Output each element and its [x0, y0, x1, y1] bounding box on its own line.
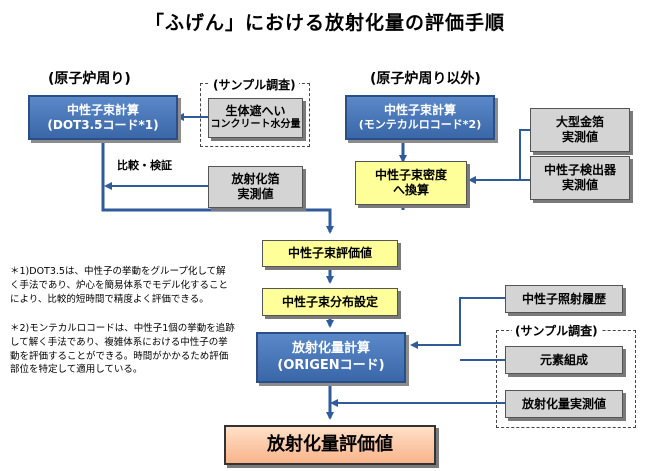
origen-calc-code: (ORIGENコード): [277, 357, 385, 373]
activation-measured-label: 放射化量実測値: [521, 396, 606, 411]
footnote-montecarlo: ＊2)モンテカルロコードは、中性子1個の挙動を追跡して解く手法であり、複雑体系に…: [10, 323, 235, 376]
flux-distribution-box: 中性子束分布設定: [262, 288, 398, 316]
irradiation-history-label: 中性子照射履歴: [521, 291, 606, 306]
montecarlo-flux-calc-title: 中性子束計算: [383, 103, 456, 118]
sample-survey-label-bottom: (サンプル調査): [512, 322, 601, 339]
shield-concrete-line2: コンクリート水分量: [210, 119, 301, 131]
dot-flux-calc-code: (DOT3.5コード*1): [47, 117, 159, 132]
heading-non-reactor-area: (原子炉周り以外): [370, 71, 481, 87]
montecarlo-flux-calc-box: 中性子束計算 (モンテカルロコード*2): [345, 95, 495, 140]
montecarlo-flux-calc-code: (モンテカルロコード*2): [358, 118, 482, 132]
neutron-detector-box: 中性子検出器 実測値: [530, 156, 630, 200]
shield-concrete-line1: 生体遮へい: [225, 104, 286, 119]
activation-foil-line2: 実測値: [237, 187, 274, 201]
origen-calc-box: 放射化量計算 (ORIGENコード): [256, 332, 406, 383]
flux-density-line1: 中性子束密度: [374, 168, 447, 182]
sample-survey-label-top: (サンプル調査): [210, 76, 299, 93]
element-composition-box: 元素組成: [505, 346, 623, 374]
flux-evaluation-label: 中性子束評価値: [287, 246, 372, 260]
activation-measured-box: 放射化量実測値: [505, 390, 623, 418]
final-activation-evaluation-label: 放射化量評価値: [267, 433, 393, 455]
final-activation-evaluation-box: 放射化量評価値: [224, 425, 436, 465]
compare-verify-label: 比較・検証: [117, 159, 172, 172]
neutron-detector-line1: 中性子検出器: [543, 163, 616, 177]
irradiation-history-box: 中性子照射履歴: [505, 285, 623, 313]
flux-evaluation-box: 中性子束評価値: [262, 240, 398, 267]
activation-foil-box: 放射化箔 実測値: [208, 166, 303, 208]
dot-flux-calc-box: 中性子束計算 (DOT3.5コード*1): [28, 95, 178, 140]
dot-flux-calc-title: 中性子束計算: [66, 102, 139, 117]
neutron-detector-line2: 実測値: [561, 178, 598, 192]
large-gold-foil-line1: 大型金箔: [555, 115, 604, 129]
flux-distribution-label: 中性子束分布設定: [281, 294, 378, 309]
flux-density-conversion-box: 中性子束密度 へ換算: [355, 161, 467, 205]
large-gold-foil-line2: 実測値: [561, 130, 598, 144]
element-composition-label: 元素組成: [539, 352, 588, 367]
flux-density-line2: へ換算: [392, 183, 429, 197]
activation-foil-line1: 放射化箔: [231, 172, 280, 186]
origen-calc-title: 放射化量計算: [291, 341, 370, 357]
heading-reactor-area: (原子炉周り): [48, 71, 131, 87]
page-title: 「ふげん」における放射化量の評価手順: [144, 12, 505, 34]
footnote-dot: ＊1)DOT3.5は、中性子の挙動をグループ化して解く手法であり、炉心を簡易体系…: [10, 266, 229, 305]
large-gold-foil-box: 大型金箔 実測値: [530, 108, 630, 152]
shield-concrete-box: 生体遮へい コンクリート水分量: [208, 98, 303, 138]
